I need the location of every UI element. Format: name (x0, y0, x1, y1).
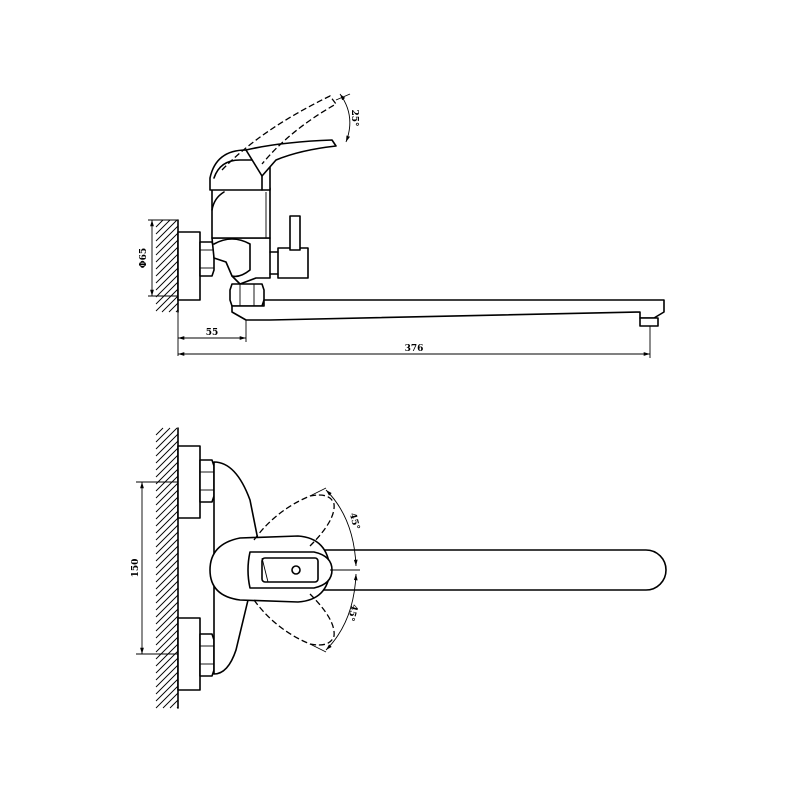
wall-hatch-line (169, 699, 179, 709)
wall-hatch-line (155, 601, 179, 625)
lower-flange (177, 617, 201, 691)
wall-hatch-line (168, 302, 179, 313)
dim-label-inlet-diameter: Φ65 (139, 248, 149, 268)
spout-nut (229, 283, 265, 307)
cartridge-column (211, 187, 271, 239)
wall-hatch-line (155, 643, 179, 667)
wall-hatch-line (155, 538, 179, 562)
wall-hatch-line (155, 636, 179, 660)
diverter-housing (277, 247, 309, 279)
wall-hatch-line (155, 496, 179, 520)
wall-hatch-line (155, 440, 179, 464)
lever-handle (245, 139, 337, 177)
dim-label-wall-offset: 55 (206, 328, 219, 338)
wall-hatch-line (155, 219, 171, 235)
wall-hatch-line (155, 531, 179, 555)
wall-hatch-line (155, 552, 179, 576)
wall-hatch-line (162, 692, 179, 709)
wall-hatch-line (155, 219, 178, 242)
upper-nut (199, 459, 215, 503)
wall-hatch-line (161, 295, 179, 313)
wall-hatch-line (155, 433, 179, 457)
dimension-lever-tilt: 25° (335, 93, 359, 143)
wall-hatch-line (155, 685, 179, 709)
wall-hatch-line (176, 706, 179, 709)
wall-hatch-line (155, 573, 179, 597)
wall-hatch-line (155, 253, 179, 277)
wall-hatch-line (155, 615, 179, 639)
wall-hatch-line (155, 664, 179, 688)
wall-hatch-line (155, 288, 179, 312)
inlet-nut (199, 241, 215, 277)
wall-hatch-line (155, 219, 164, 228)
aerator (639, 317, 659, 327)
wall-hatch-line (155, 427, 178, 450)
dim-label-spout-length: 376 (405, 344, 424, 354)
wall-hatch-line (155, 657, 179, 681)
wall-hatch-line (155, 517, 179, 541)
wall-hatch-line (175, 309, 179, 313)
dimension-inlet-diameter: Φ65 (139, 219, 178, 297)
wall-hatch-line (155, 475, 179, 499)
dimension-swing-lower: 45° (309, 573, 359, 653)
lever-raised-outline (221, 95, 337, 171)
wall-hatch-line (155, 489, 179, 513)
top-view: 150 45° 45° (131, 427, 667, 709)
lever-grip (261, 557, 319, 583)
side-view: Φ65 55 376 25° (139, 93, 665, 358)
lower-nut (199, 633, 215, 677)
dim-label-centre-distance: 150 (131, 559, 141, 578)
dim-label-swing-upper: 45° (347, 512, 361, 531)
wall-hatch-line (155, 510, 179, 534)
wall-hatch-line (155, 468, 179, 492)
wall-hatch-line (155, 629, 179, 653)
wall-hatch-line (155, 260, 179, 284)
wall-hatch-line (155, 545, 179, 569)
wall-hatch-line (155, 461, 179, 485)
wall-side (155, 219, 179, 313)
wall-hatch-line (155, 427, 164, 436)
wall-hatch-line (155, 427, 171, 443)
wall-hatch-line (155, 650, 179, 674)
dimension-spout-length: 376 (178, 326, 651, 358)
wall-hatch-line (155, 524, 179, 548)
wall-hatch-line (155, 587, 179, 611)
dim-label-lever-tilt: 25° (349, 109, 359, 126)
wall-hatch-line (155, 559, 179, 583)
wall-hatch-line (155, 482, 179, 506)
wall-hatch-line (155, 608, 179, 632)
wall-hatch-line (155, 503, 179, 527)
wall-hatch-line (155, 232, 179, 256)
indicator-dot (291, 565, 301, 575)
wall-hatch-line (155, 594, 179, 618)
wall-hatch-line (155, 246, 179, 270)
top-spout (299, 549, 667, 591)
dimension-swing-upper: 45° (309, 487, 361, 567)
wall-hatch-line (155, 267, 179, 291)
wall-hatch-line (155, 678, 179, 702)
wall-hatch-line (155, 447, 179, 471)
dimension-centre-distance: 150 (131, 481, 178, 655)
wall-hatch-line (155, 225, 179, 249)
wall-hatch-line (155, 580, 179, 604)
spout (231, 299, 665, 321)
wall-flange (177, 231, 201, 301)
wall-hatch-line (155, 239, 179, 263)
mixer-body (211, 237, 271, 285)
diverter-knob (289, 215, 301, 251)
wall-hatch-line (155, 274, 179, 298)
wall-hatch-line (155, 622, 179, 646)
dim-label-swing-lower: 45° (345, 603, 359, 622)
wall-hatch-line (155, 671, 179, 695)
dimension-wall-offset: 55 (177, 312, 247, 356)
wall-hatch-line (155, 566, 179, 590)
wall-hatch-line (155, 281, 179, 305)
upper-flange (177, 445, 201, 519)
wall-hatch-line (155, 454, 179, 478)
